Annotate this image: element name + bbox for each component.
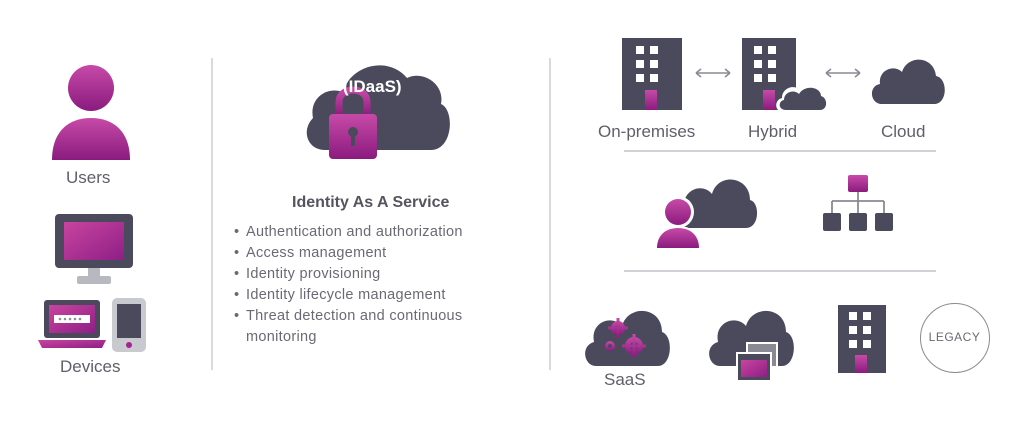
- phone-icon: [112, 298, 146, 352]
- saas-label: SaaS: [604, 370, 646, 389]
- arrow-left-right-icon: [822, 68, 864, 78]
- arrow-left-right-icon: [692, 68, 734, 78]
- cloud-icon: [870, 48, 946, 104]
- legacy-badge: LEGACY: [920, 303, 990, 373]
- divider-row-2: [624, 270, 936, 272]
- deployment-label-on-premises: On-premises: [598, 122, 696, 141]
- hybrid-building-icon: [742, 38, 832, 112]
- users-label: Users: [66, 168, 111, 187]
- feature-item: •Identity lifecycle management: [234, 287, 446, 303]
- deployment-label-hybrid: Hybrid: [748, 122, 798, 141]
- feature-list: •Authentication and authorization •Acces…: [234, 222, 463, 348]
- feature-item: •Identity provisioning: [234, 266, 381, 282]
- feature-item: •Threat detection and continuous: [234, 308, 463, 324]
- feature-item: monitoring: [246, 329, 317, 345]
- saas-cloud-gears-icon: [582, 300, 672, 368]
- users-icon: [50, 62, 132, 162]
- on-premises-building-icon: [622, 38, 682, 110]
- feature-item: •Access management: [234, 245, 387, 261]
- feature-item: •Authentication and authorization: [234, 224, 463, 240]
- service-title: Identity As A Service: [292, 194, 450, 211]
- cloud-windows-icon: [706, 300, 794, 384]
- divider-left: [211, 58, 213, 370]
- divider-row-1: [624, 150, 936, 152]
- idaas-cloud-icon: (IDaaS): [303, 50, 453, 165]
- cloud-user-icon: [656, 170, 758, 252]
- monitor-icon: [55, 214, 133, 286]
- laptop-icon: [38, 300, 106, 350]
- idaas-cloud-label: (IDaaS): [343, 77, 402, 96]
- building-icon: [838, 305, 886, 373]
- legacy-label: LEGACY: [928, 330, 981, 344]
- hierarchy-icon: [822, 175, 894, 235]
- deployment-label-cloud: Cloud: [881, 122, 926, 141]
- divider-right: [549, 58, 551, 370]
- devices-label: Devices: [60, 357, 121, 376]
